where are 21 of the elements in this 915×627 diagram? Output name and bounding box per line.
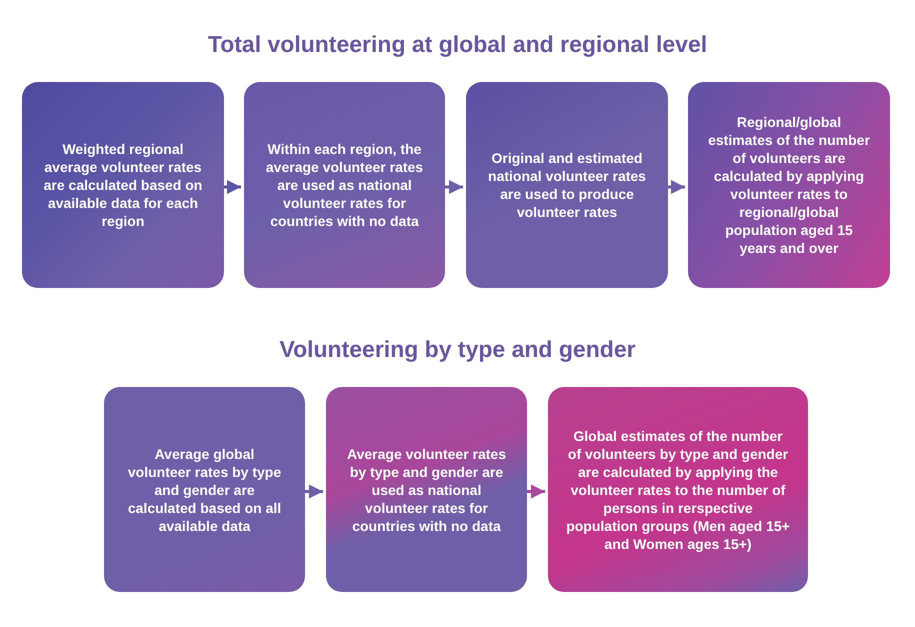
step-text: Regional/global estimates of the number of volunteers are calculated by applying volunteer rates to regional/global population aged 15 years and over (707, 113, 871, 257)
step-text: Average volunteer rates by type and gender are used as national volunteer rates for countries with no data (346, 444, 507, 534)
process-box (244, 82, 445, 288)
section-heading: Volunteering by type and gender (278, 335, 637, 364)
step-text: Global estimates of the number of volunteers by type and gender are calculated by applying the volunteer rates to the number of persons in rerspective population groups (Men aged 15+ and Women ages 15+) (566, 426, 790, 552)
process-box (22, 82, 224, 288)
arrow (668, 180, 685, 194)
step-text: Within each region, the average volunteer rates are used as national volunteer rates for countries with no data (264, 140, 424, 230)
process-box (688, 82, 890, 288)
process-box (104, 387, 305, 592)
process-box (548, 387, 808, 592)
step-text: Original and estimated national volunteer rates are used to produce volunteer rates (487, 149, 647, 221)
arrow (305, 484, 323, 498)
section-heading: Total volunteering at global and regional level (206, 30, 708, 59)
step-text: Weighted regional average volunteer rates are calculated based on available data for each region (42, 140, 204, 230)
arrow (224, 180, 241, 194)
step-text: Average global volunteer rates by type and gender are calculated based on all available data (126, 444, 282, 534)
process-box (326, 387, 527, 592)
arrow (527, 484, 545, 498)
process-box (466, 82, 668, 288)
arrow (445, 180, 463, 194)
